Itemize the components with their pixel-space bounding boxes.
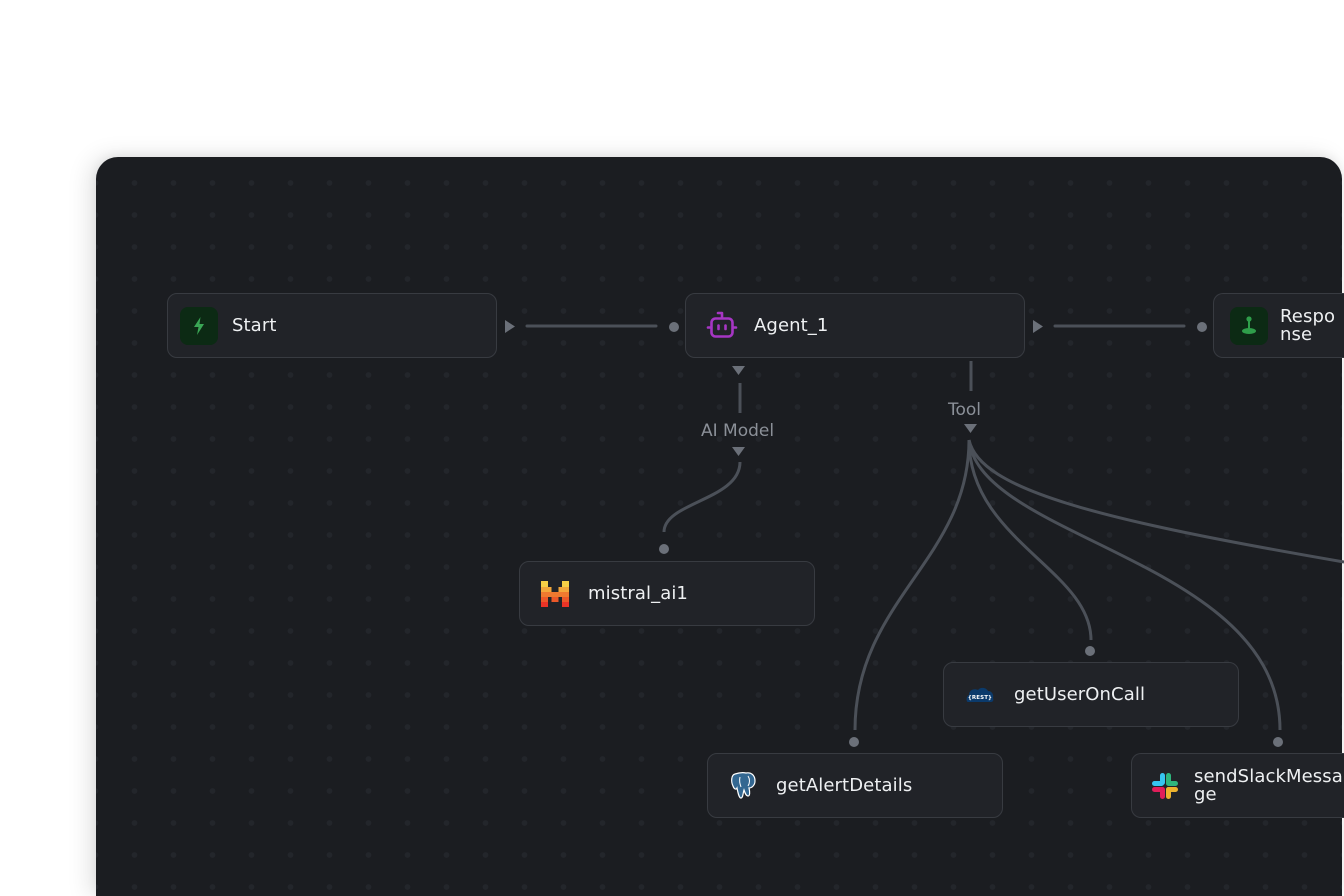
rest-icon-text: {REST} — [968, 695, 992, 701]
postgresql-elephant-icon — [730, 770, 758, 802]
ai-model-connector-label: AI Model — [701, 421, 775, 441]
node-agent[interactable]: Agent_1 — [685, 293, 1025, 358]
node-label: Agent_1 — [754, 315, 829, 336]
robot-icon — [706, 310, 738, 342]
node-label: getUserOnCall — [1014, 684, 1146, 705]
node-label: getAlertDetails — [776, 775, 913, 796]
node-get-user-on-call[interactable]: {REST} getUserOnCall — [943, 662, 1239, 727]
tool-connector-label: Tool — [948, 400, 982, 420]
node-label: Response — [1280, 305, 1336, 345]
lightning-icon — [180, 306, 218, 345]
slack-icon — [1150, 770, 1180, 802]
node-label: Start — [232, 315, 277, 336]
node-response[interactable]: Response — [1213, 293, 1344, 358]
mistral-logo-icon — [540, 578, 570, 610]
joystick-icon — [1230, 306, 1268, 345]
node-start[interactable]: Start — [167, 293, 497, 358]
node-mistral-model[interactable]: mistral_ai1 — [519, 561, 815, 626]
node-label: sendSlackMessage — [1194, 765, 1343, 805]
rest-api-icon: {REST} — [966, 679, 994, 711]
node-label: mistral_ai1 — [588, 583, 688, 604]
node-get-alert-details[interactable]: getAlertDetails — [707, 753, 1003, 818]
node-send-slack-message[interactable]: sendSlackMessage — [1131, 753, 1344, 818]
